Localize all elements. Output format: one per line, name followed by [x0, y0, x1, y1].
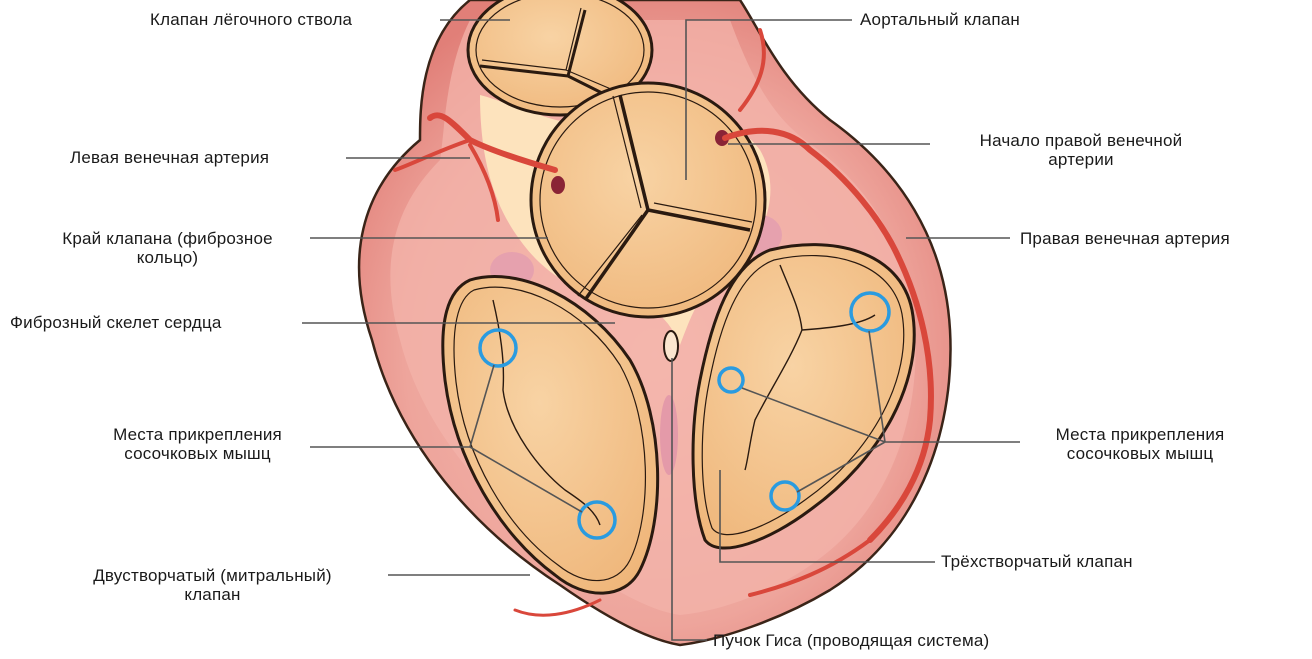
- label-right-coronary-artery: Правая венечная артерия: [1020, 229, 1230, 248]
- label-his-bundle: Пучок Гиса (проводящая система): [713, 631, 989, 650]
- label-tricuspid-valve: Трёхстворчатый клапан: [941, 552, 1133, 571]
- label-mitral-valve-line2: клапан: [30, 585, 395, 604]
- label-valve-edge-line1: Край клапана (фиброзное: [25, 229, 310, 248]
- label-papillary-right-line2: сосочковых мышц: [1005, 444, 1275, 463]
- label-right-coronary-origin: Начало правой венечной артерии: [936, 131, 1226, 169]
- label-papillary-right-line1: Места прикрепления: [1005, 425, 1275, 444]
- label-papillary-left: Места прикрепления сосочковых мышц: [55, 425, 340, 463]
- label-papillary-right: Места прикрепления сосочковых мышц: [1005, 425, 1275, 463]
- label-aortic-valve: Аортальный клапан: [860, 10, 1020, 29]
- label-valve-edge-line2: кольцо): [25, 248, 310, 267]
- label-mitral-valve-line1: Двустворчатый (митральный): [30, 566, 395, 585]
- label-papillary-left-line1: Места прикрепления: [55, 425, 340, 444]
- label-fibrous-skeleton: Фиброзный скелет сердца: [10, 313, 222, 332]
- his-bundle: [664, 331, 678, 361]
- aortic-valve: [531, 83, 765, 317]
- label-valve-edge: Край клапана (фиброзное кольцо): [25, 229, 310, 267]
- label-pulmonary-valve: Клапан лёгочного ствола: [150, 10, 352, 29]
- label-right-coronary-origin-line1: Начало правой венечной: [936, 131, 1226, 150]
- label-mitral-valve: Двустворчатый (митральный) клапан: [30, 566, 395, 604]
- label-papillary-left-line2: сосочковых мышц: [55, 444, 340, 463]
- label-left-coronary-artery: Левая венечная артерия: [70, 148, 269, 167]
- label-right-coronary-origin-line2: артерии: [936, 150, 1226, 169]
